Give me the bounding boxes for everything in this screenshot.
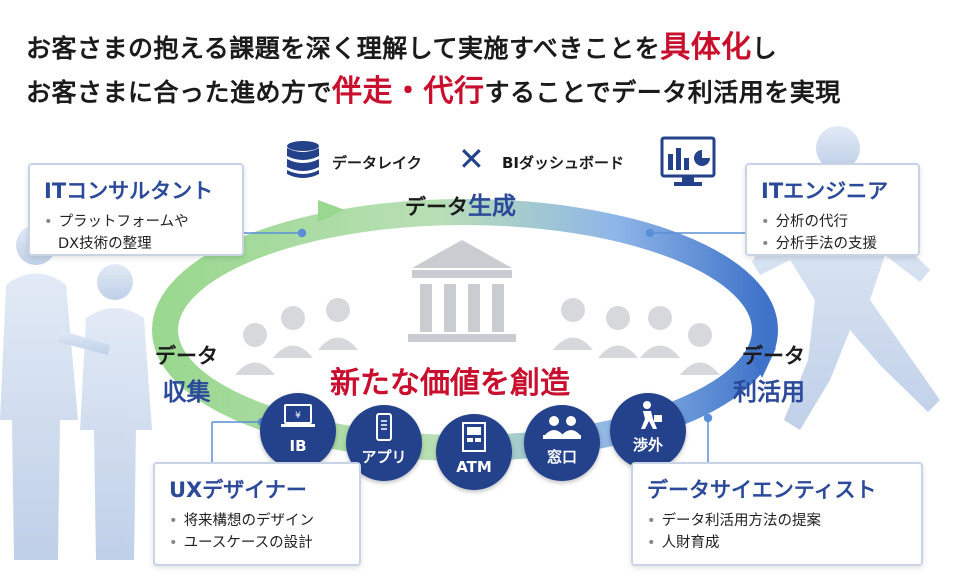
role-title-ux-designer: UXデザイナー (169, 478, 307, 502)
channel-sales-label: 渉外 (632, 436, 663, 454)
database-icon (287, 141, 319, 178)
role-item-text: 人財育成 (661, 535, 720, 551)
headline-line-1: お客さまの抱える課題を深く理解して実施すべきことを具体化し (26, 22, 777, 66)
counter-staff-icon (543, 416, 581, 439)
role-item-text: プラットフォームや (58, 214, 189, 230)
role-item-text: 分析手法の支援 (775, 236, 878, 252)
channel-ib: ¥ IB (260, 393, 336, 469)
role-item: •ユースケースの設計 (169, 535, 313, 551)
role-title-data-scientist: データサイエンティスト (647, 478, 877, 502)
svg-text:¥: ¥ (295, 411, 301, 421)
use-prefix: データ (742, 344, 805, 368)
role-item-text: ユースケースの設計 (183, 535, 313, 551)
headline-2-text: お客さまに合った進め方で (26, 78, 333, 107)
headline-2-suffix: することでデータ利活用を実現 (484, 78, 841, 107)
smartphone-icon (376, 413, 392, 441)
role-item: DX技術の整理 (44, 233, 228, 255)
data-generate-label: データ生成 (405, 186, 516, 221)
left-silhouettes (0, 225, 152, 560)
role-item-text: データ利活用方法の提案 (661, 513, 822, 529)
role-card-ux-designer: UXデザイナー •将来構想のデザイン •ユースケースの設計 (153, 462, 361, 566)
headline-1-text: お客さまの抱える課題を深く理解して実施すべきことを (26, 34, 661, 63)
channel-counter: 窓口 (524, 405, 600, 481)
datalake-label: データレイク (332, 154, 422, 172)
dashboard-monitor-icon (660, 136, 716, 186)
cross-icon: ✕ (458, 140, 485, 178)
role-card-data-scientist: データサイエンティスト •データ利活用方法の提案 •人財育成 (631, 462, 923, 566)
headline-1-suffix: し (751, 34, 778, 63)
channel-atm: ATM (436, 414, 512, 490)
headline-line-2: お客さまに合った進め方で伴走・代行することでデータ利活用を実現 (26, 66, 841, 110)
role-item: •分析の代行 (761, 214, 849, 230)
atm-icon (462, 422, 486, 452)
role-item-text: DX技術の整理 (58, 236, 152, 252)
channel-ib-label: IB (289, 437, 307, 455)
collect-word: 収集 (162, 378, 211, 406)
role-item: •プラットフォームや (44, 214, 189, 230)
role-item: •データ利活用方法の提案 (647, 513, 822, 529)
generate-prefix: データ (405, 195, 468, 219)
channel-atm-label: ATM (456, 458, 492, 476)
center-value-text: 新たな価値を創造 (330, 366, 570, 401)
role-card-it-consultant: ITコンサルタント •プラットフォームや DX技術の整理 (28, 163, 244, 256)
role-item: •分析手法の支援 (761, 236, 878, 252)
ring-arrow-right (748, 348, 776, 378)
role-title-it-consultant: ITコンサルタント (44, 179, 214, 203)
connector-lines (211, 228, 745, 462)
channel-counter-label: 窓口 (546, 448, 577, 466)
laptop-icon: ¥ (281, 404, 315, 427)
channel-app: アプリ (346, 405, 422, 481)
ring-arrow-top (318, 200, 345, 222)
role-item: •将来構想のデザイン (169, 513, 315, 529)
role-item: •人財育成 (647, 535, 720, 551)
use-word: 利活用 (733, 378, 805, 406)
headline-1-highlight: 具体化 (660, 30, 752, 65)
data-use-label: データ 利活用 (728, 340, 805, 407)
channel-sales: 渉外 (610, 393, 686, 469)
walking-salesperson-icon (641, 401, 662, 429)
bank-building-icon (408, 240, 516, 342)
headline-2-highlight: 伴走・代行 (332, 74, 485, 109)
channel-app-label: アプリ (361, 448, 407, 466)
role-title-it-engineer: ITエンジニア (761, 179, 889, 203)
bi-dashboard-label: BIダッシュボード (502, 154, 625, 172)
collect-prefix: データ (155, 344, 218, 368)
role-item-text: 将来構想のデザイン (183, 513, 315, 529)
generate-word: 生成 (468, 192, 516, 220)
audience-people (235, 298, 720, 375)
data-collect-label: データ 収集 (155, 340, 218, 407)
role-card-it-engineer: ITエンジニア •分析の代行 •分析手法の支援 (745, 163, 920, 256)
role-item-text: 分析の代行 (775, 214, 849, 230)
